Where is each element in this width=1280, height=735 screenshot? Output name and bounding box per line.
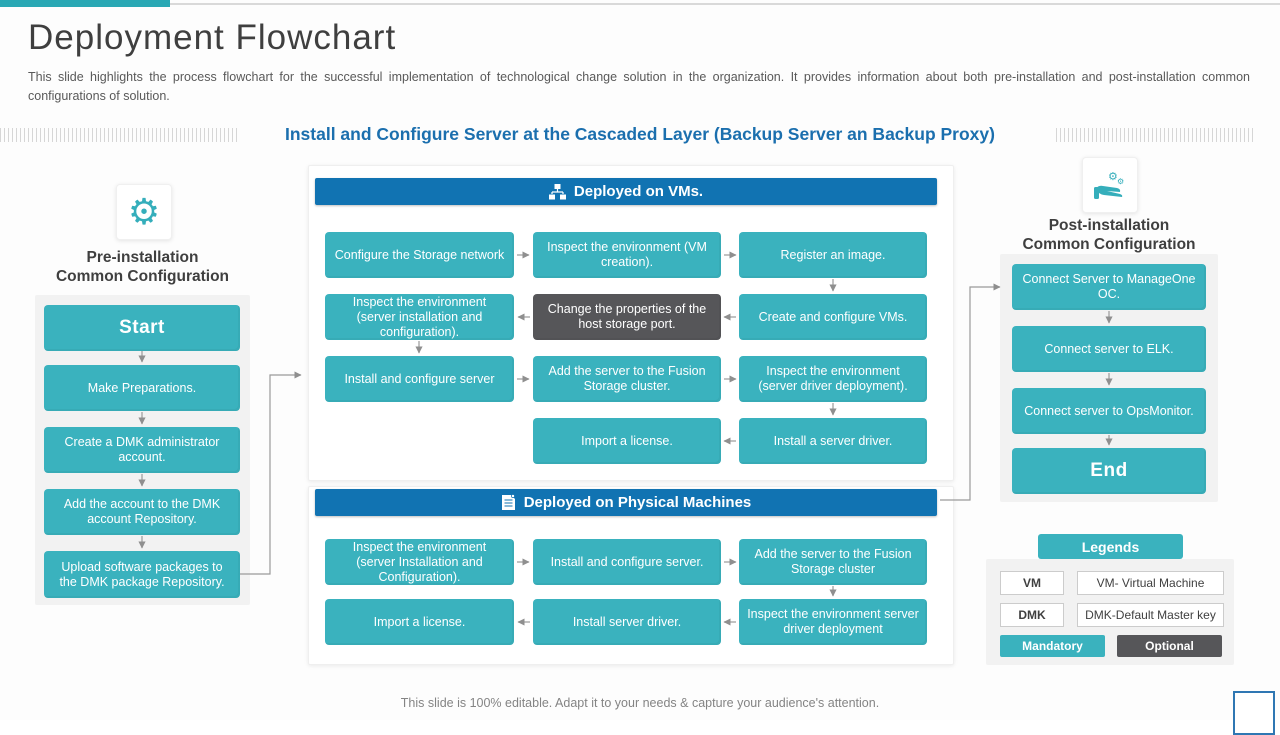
footer-note: This slide is 100% editable. Adapt it to… <box>400 696 880 710</box>
svg-text:⚙: ⚙ <box>1117 177 1124 186</box>
flow-node-configure-storage-network: Configure the Storage network <box>325 232 514 278</box>
pre-installation-icon-card: ⚙ <box>116 184 172 240</box>
flow-node-connect-opsmonitor: Connect server to OpsMonitor. <box>1012 388 1206 434</box>
page-subtitle: This slide highlights the process flowch… <box>28 70 1250 104</box>
physical-header-bar: Deployed on Physical Machines <box>315 489 937 516</box>
flow-node-import-license-vm: Import a license. <box>533 418 721 464</box>
flow-node-add-account-repository: Add the account to the DMK account Repos… <box>44 489 240 535</box>
vms-header-bar: Deployed on VMs. <box>315 178 937 205</box>
flow-node-install-server-driver-pm: Install server driver. <box>533 599 721 645</box>
flow-node-create-configure-vms: Create and configure VMs. <box>739 294 927 340</box>
page-title: Deployment Flowchart <box>28 18 397 57</box>
flow-node-inspect-driver-deployment-vm: Inspect the environment (server driver d… <box>739 356 927 402</box>
flow-node-end: End <box>1012 448 1206 494</box>
post-installation-heading: Post-installation Common Configuration <box>1022 217 1196 254</box>
flow-node-install-configure-server-pm: Install and configure server. <box>533 539 721 585</box>
flow-node-inspect-driver-deployment-pm: Inspect the environment server driver de… <box>739 599 927 645</box>
flow-node-start: Start <box>44 305 240 351</box>
hand-holding-gears-icon: ⚙ ⚙ <box>1094 170 1124 199</box>
flow-node-make-preparations: Make Preparations. <box>44 365 240 411</box>
flow-node-import-license-pm: Import a license. <box>325 599 514 645</box>
gear-icon: ⚙ <box>127 191 161 232</box>
document-icon <box>501 494 515 510</box>
physical-header-label: Deployed on Physical Machines <box>523 494 752 511</box>
flow-node-add-server-fusion-cluster-pm: Add the server to the Fusion Storage clu… <box>739 539 927 585</box>
flow-node-change-host-storage-port: Change the properties of the host storag… <box>533 294 721 340</box>
pre-installation-heading: Pre-installation Common Configuration <box>55 249 230 286</box>
flow-node-create-dmk-account: Create a DMK administrator account. <box>44 427 240 473</box>
post-installation-icon-card: ⚙ ⚙ <box>1082 157 1138 213</box>
top-divider-line <box>170 3 1280 5</box>
legend-key-vm: VM <box>1000 571 1064 595</box>
section-title: Install and Configure Server at the Casc… <box>285 124 995 144</box>
flow-node-inspect-server-install-config-pm: Inspect the environment (server Installa… <box>325 539 514 585</box>
top-accent-bar <box>0 0 170 7</box>
sitemap-icon <box>548 183 566 199</box>
flow-node-add-server-fusion-cluster-vm: Add the server to the Fusion Storage clu… <box>533 356 721 402</box>
vms-header-label: Deployed on VMs. <box>573 183 704 200</box>
legend-value-vm: VM- Virtual Machine <box>1077 571 1224 595</box>
flow-node-inspect-vm-creation: Inspect the environment (VM creation). <box>533 232 721 278</box>
flow-node-install-configure-server-vm: Install and configure server <box>325 356 514 402</box>
legend-key-dmk: DMK <box>1000 603 1064 627</box>
flow-node-install-server-driver-vm: Install a server driver. <box>739 418 927 464</box>
legend-value-dmk: DMK-Default Master key <box>1077 603 1224 627</box>
legend-chip-mandatory: Mandatory <box>1000 635 1105 657</box>
flow-node-inspect-server-install-config: Inspect the environment (server installa… <box>325 294 514 340</box>
flow-node-upload-packages: Upload software packages to the DMK pack… <box>44 551 240 598</box>
legends-title: Legends <box>1038 534 1183 559</box>
flow-node-register-image: Register an image. <box>739 232 927 278</box>
legend-chip-optional: Optional <box>1117 635 1222 657</box>
corner-decoration-rect <box>1233 691 1275 735</box>
flow-node-connect-manageone: Connect Server to ManageOne OC. <box>1012 264 1206 310</box>
flow-node-connect-elk: Connect server to ELK. <box>1012 326 1206 372</box>
heading-hatch-left <box>0 128 240 142</box>
svg-text:⚙: ⚙ <box>1108 170 1118 183</box>
heading-hatch-right <box>1056 128 1256 142</box>
